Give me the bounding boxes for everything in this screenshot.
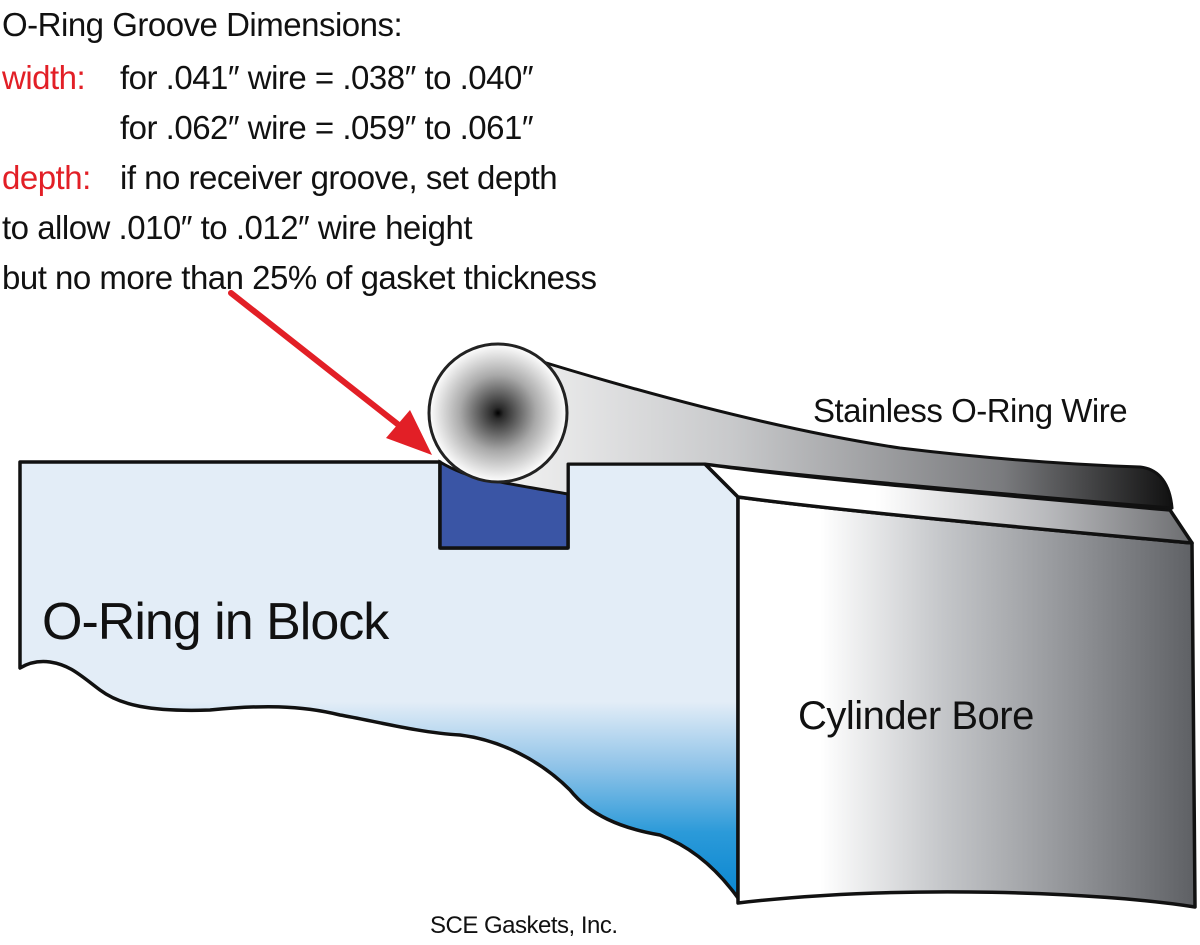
block-label: O-Ring in Block [42, 593, 389, 651]
width-spec-062: for .062″ wire = .059″ to .061″ [120, 109, 534, 146]
width-label: width: [2, 59, 86, 96]
depth-spec-line2: to allow .010″ to .012″ wire height [2, 209, 473, 246]
company-credit: SCE Gaskets, Inc. [430, 912, 618, 939]
wire-label: Stainless O-Ring Wire [813, 392, 1128, 429]
diagram-title: O-Ring Groove Dimensions: [2, 6, 403, 43]
depth-label: depth: [2, 159, 91, 196]
o-ring-wire-band [493, 356, 1174, 510]
depth-spec-line1: if no receiver groove, set depth [120, 159, 558, 196]
width-spec-041: for .041″ wire = .038″ to .040″ [120, 59, 534, 96]
o-ring-cross-section [427, 342, 569, 484]
engine-block [18, 460, 740, 900]
bore-label: Cylinder Bore [798, 694, 1034, 738]
depth-spec-line3: but no more than 25% of gasket thickness [2, 259, 597, 296]
pointer-arrow-icon [228, 290, 432, 455]
